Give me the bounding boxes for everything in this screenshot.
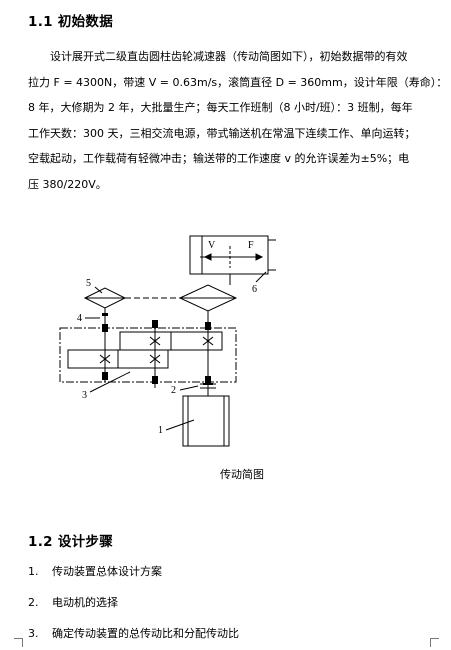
paragraph-line: 拉力 F = 4300N，带速 V = 0.63m/s，滚筒直径 D = 360… xyxy=(28,75,448,89)
paragraph-line: 空载起动，工作载荷有轻微冲击；输送带的工作速度 v 的允许误差为±5%；电 xyxy=(28,152,410,166)
page-corner-mark xyxy=(430,638,439,647)
paragraph-line: 压 380/220V。 xyxy=(28,177,107,191)
label-5: 5 xyxy=(86,278,91,289)
paragraph-line: 工作天数：300 天，三相交流电源，带式输送机在常温下连续工作、单向运转； xyxy=(28,126,416,140)
arrow-left-icon xyxy=(203,253,212,261)
label-4: 4 xyxy=(77,313,82,324)
label-6: 6 xyxy=(252,284,257,295)
list-item: 2. 电动机的选择 xyxy=(28,594,118,610)
label-f: F xyxy=(248,240,254,251)
label-2: 2 xyxy=(171,385,176,396)
diagram-caption: 传动简图 xyxy=(220,468,264,481)
list-item-text: 确定传动装置的总传动比和分配传动比 xyxy=(52,627,239,640)
paragraph-line: 设计展开式二级直齿圆柱齿轮减速器（传动简图如下），初始数据带的有效 xyxy=(50,50,408,63)
arrow-right-icon xyxy=(255,253,264,261)
list-item-text: 传动装置总体设计方案 xyxy=(52,565,162,578)
intro-paragraph: 设计展开式二级直齿圆柱齿轮减速器（传动简图如下），初始数据带的有效 拉力 F =… xyxy=(28,44,448,198)
section-heading-initial-data: 1.1 初始数据 xyxy=(28,14,114,30)
page-corner-mark xyxy=(14,638,23,647)
label-1: 1 xyxy=(158,425,163,436)
list-item-number: 2. xyxy=(28,596,39,609)
list-item-number: 1. xyxy=(28,565,39,578)
paragraph-line: 8 年，大修期为 2 年，大批量生产；每天工作班制（8 小时/班）：3 班制，每… xyxy=(28,101,413,115)
conveyor-drum-box xyxy=(189,235,269,275)
section-heading-design-steps: 1.2 设计步骤 xyxy=(28,534,114,550)
label-v: V xyxy=(208,240,216,251)
list-item: 3. 确定传动装置的总传动比和分配传动比 xyxy=(28,625,239,641)
reducer-housing xyxy=(59,327,237,383)
list-item: 1. 传动装置总体设计方案 xyxy=(28,563,162,579)
motor-box xyxy=(182,395,230,447)
list-item-number: 3. xyxy=(28,627,39,640)
list-item-text: 电动机的选择 xyxy=(52,596,118,609)
label-3: 3 xyxy=(82,390,87,401)
